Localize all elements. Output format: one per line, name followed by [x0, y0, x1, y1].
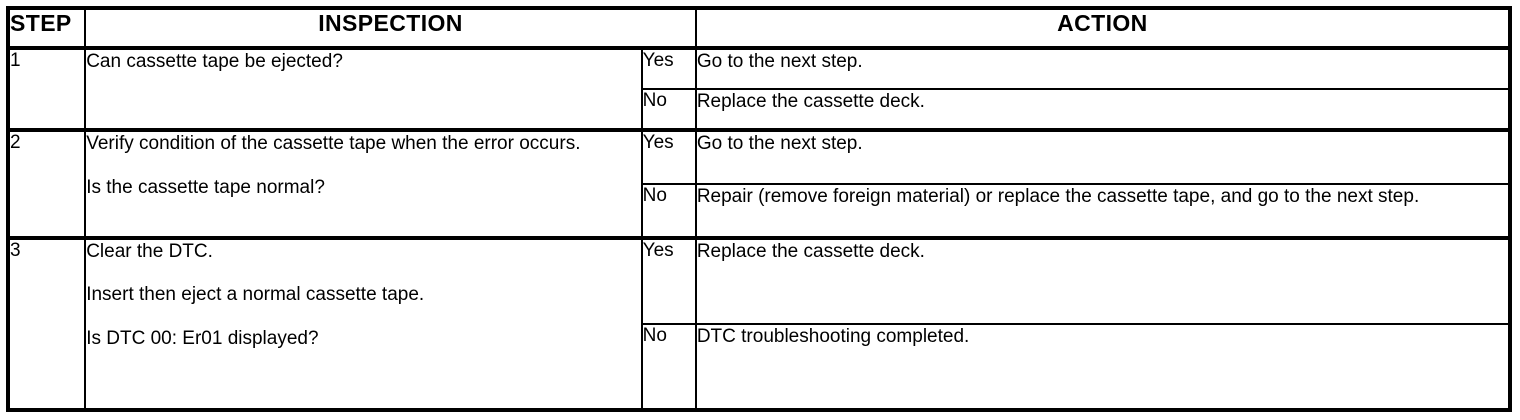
inspection-line: Clear the DTC. [86, 240, 213, 262]
inspection-line: Can cassette tape be ejected? [86, 51, 343, 72]
answer-label-no: No [640, 322, 697, 412]
inspection-spacer [86, 264, 640, 283]
action-cell: Go to the next step. [694, 45, 1512, 91]
inspection-spacer [86, 157, 640, 176]
inspection-cell: Verify condition of the cassette tape wh… [84, 128, 643, 239]
action-cell: Go to the next step. [694, 128, 1512, 185]
table-body: 1 Can cassette tape be ejected? Yes Go t… [6, 45, 1512, 412]
answer-label-yes: Yes [640, 128, 697, 185]
action-cell: Replace the cassette deck. [694, 88, 1512, 132]
inspection-spacer [86, 308, 640, 327]
answer-label-yes: Yes [640, 45, 697, 91]
inspection-line: Verify condition of the cassette tape wh… [86, 133, 581, 155]
inspection-line: Is DTC 00: Er01 displayed? [86, 328, 319, 349]
step-number: 3 [6, 235, 87, 412]
dtc-troubleshooting-table: STEP INSPECTION ACTION 1 Can cassette ta… [6, 6, 1512, 412]
inspection-cell: Clear the DTC. Insert then eject a norma… [84, 235, 643, 412]
inspection-line: Is the cassette tape normal? [86, 176, 325, 198]
action-cell: Repair (remove foreign material) or repl… [694, 182, 1512, 239]
step-number: 2 [6, 128, 87, 239]
inspection-line: Insert then eject a normal cassette tape… [86, 284, 425, 306]
table-row: 2 Verify condition of the cassette tape … [6, 128, 1512, 239]
column-header-step: STEP [6, 7, 87, 49]
table-header: STEP INSPECTION ACTION [6, 7, 1512, 49]
action-cell: Replace the cassette deck. [694, 235, 1512, 325]
column-header-inspection: INSPECTION [84, 7, 697, 49]
answer-label-no: No [640, 182, 697, 239]
table-row: 3 Clear the DTC. Insert then eject a nor… [6, 235, 1512, 412]
table-row: No Replace the cassette deck. [8, 88, 1512, 132]
table-row: No DTC troubleshooting completed. [8, 322, 1512, 412]
inspection-cell: Can cassette tape be ejected? [84, 45, 643, 132]
table-row: 1 Can cassette tape be ejected? Yes Go t… [6, 45, 1512, 132]
action-cell: DTC troubleshooting completed. [694, 322, 1512, 412]
step-number: 1 [6, 45, 87, 132]
answer-label-no: No [640, 88, 697, 132]
column-header-action: ACTION [694, 7, 1512, 49]
header-row: STEP INSPECTION ACTION [6, 7, 1512, 49]
answer-label-yes: Yes [640, 235, 697, 325]
table-row: No Repair (remove foreign material) or r… [8, 182, 1512, 239]
